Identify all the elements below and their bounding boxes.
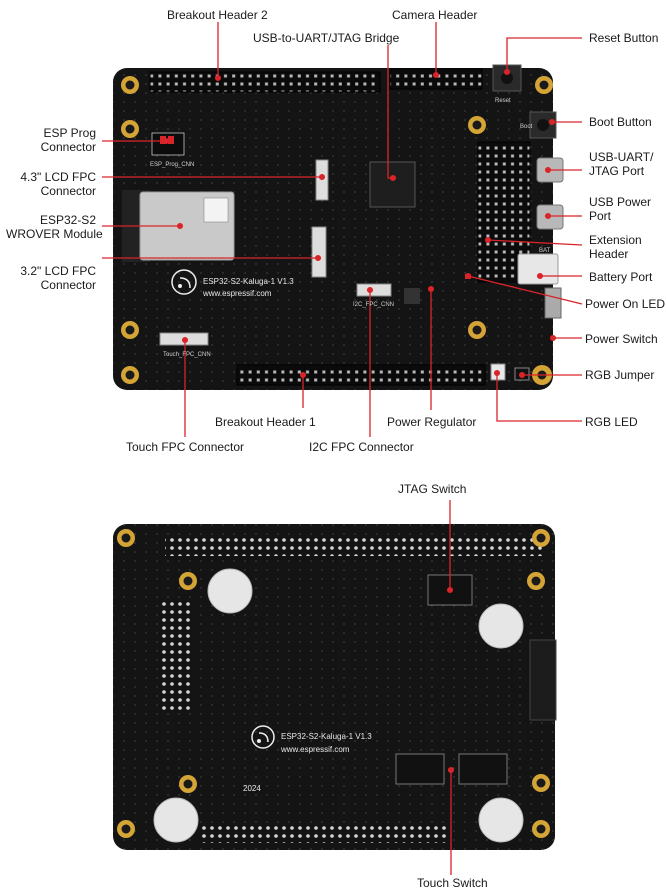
label-rgb-jumper: RGB Jumper <box>585 368 655 382</box>
label-touch-fpc-connector: Touch FPC Connector <box>126 440 245 454</box>
silk-url-top: www.espressif.com <box>203 289 272 298</box>
label-breakout-header-2: Breakout Header 2 <box>167 8 268 22</box>
label-camera-header: Camera Header <box>392 8 478 22</box>
touch-switch-left <box>395 753 445 785</box>
i2c-fpc-connector <box>356 283 392 297</box>
bottom-header-holes-left <box>162 600 192 710</box>
label-breakout-header-1: Breakout Header 1 <box>215 415 316 429</box>
usb-uart-jtag-bridge-chip <box>369 161 416 208</box>
label-lcd-32-fpc: 3.2" LCD FPC Connector <box>20 264 96 292</box>
label-usb-power-port: USB Power Port <box>589 195 652 223</box>
bottom-header-holes-bottom <box>200 825 450 843</box>
label-lcd-43-fpc: 4.3" LCD FPC Connector <box>20 170 96 198</box>
callout-lines <box>102 22 583 875</box>
label-touch-switch: Touch Switch <box>417 876 488 890</box>
silk-boot: Boot <box>520 124 533 130</box>
power-switch <box>544 287 562 319</box>
rubber-foot <box>153 797 199 843</box>
label-power-regulator: Power Regulator <box>387 415 477 429</box>
label-jtag-switch: JTAG Switch <box>398 482 467 496</box>
breakout-header-2 <box>149 71 381 93</box>
power-regulator <box>404 288 420 304</box>
silk-i2c: I2C_FPC_CNN <box>353 302 395 308</box>
label-extension-header: Extension Header <box>589 233 642 261</box>
silk-year: 2024 <box>243 784 261 793</box>
silk-url-bottom: www.espressif.com <box>281 745 350 754</box>
silk-touch-fpc: Touch_FPC_CNN <box>163 352 211 358</box>
label-battery-port: Battery Port <box>589 270 653 284</box>
label-power-switch: Power Switch <box>585 332 658 346</box>
bottom-board <box>113 524 557 850</box>
silk-bat: BAT <box>539 248 551 254</box>
rubber-foot <box>207 568 253 614</box>
rubber-foot <box>478 603 524 649</box>
silk-model-bottom: ESP32-S2-Kaluga-1 V1.3 <box>281 732 372 741</box>
label-reset-button: Reset Button <box>589 31 659 45</box>
silk-esp-prog: ESP_Prog_CNN <box>150 162 195 168</box>
mounting-holes-top <box>121 76 553 385</box>
battery-port <box>517 253 559 285</box>
lcd-32-fpc-connector <box>311 226 327 278</box>
bottom-header-holes-top <box>165 538 545 556</box>
silk-model-top: ESP32-S2-Kaluga-1 V1.3 <box>203 277 294 286</box>
label-esp-prog-connector: ESP Prog Connector <box>40 126 96 154</box>
label-i2c-fpc-connector: I2C FPC Connector <box>309 440 414 454</box>
espressif-logo-bottom <box>251 725 275 749</box>
label-boot-button: Boot Button <box>589 115 652 129</box>
rubber-foot <box>478 797 524 843</box>
silk-reset: Reset <box>495 98 511 104</box>
label-usb-uart-jtag-bridge: USB-to-UART/JTAG Bridge <box>253 31 400 45</box>
label-power-on-led: Power On LED <box>585 297 666 311</box>
label-usb-uart-jtag-port: USB-UART/ JTAG Port <box>589 150 654 178</box>
espressif-logo <box>171 269 197 295</box>
touch-switch-right <box>458 753 508 785</box>
label-rgb-led: RGB LED <box>585 415 638 429</box>
top-board <box>113 64 564 390</box>
battery-connector-back <box>529 639 557 721</box>
label-esp32-s2-module: ESP32-S2 WROVER Module <box>6 213 103 241</box>
breakout-header-1 <box>236 364 486 386</box>
